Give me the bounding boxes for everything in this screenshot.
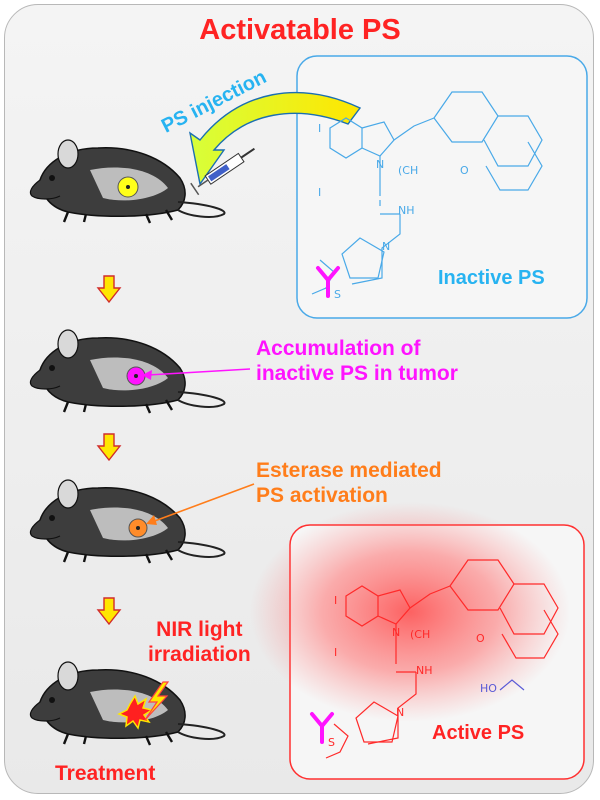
lightning-icon xyxy=(144,681,170,721)
nir-line-1: NIR light xyxy=(156,618,243,641)
esterase-line-1: Esterase mediated xyxy=(256,459,442,482)
step-arrow xyxy=(96,275,122,304)
inactive-atom-labels: I I N O NH N S (CH xyxy=(318,122,469,301)
inactive-ps-box xyxy=(296,55,588,319)
active-molecule xyxy=(325,559,559,759)
svg-text:N: N xyxy=(396,706,404,719)
step-arrow xyxy=(96,597,122,626)
accumulation-label: Accumulation of inactive PS in tumor xyxy=(256,336,458,386)
svg-text:NH: NH xyxy=(416,664,433,677)
svg-text:(CH: (CH xyxy=(398,164,418,177)
svg-text:N: N xyxy=(382,240,390,253)
svg-text:I: I xyxy=(318,186,321,199)
activation-glow xyxy=(250,502,570,722)
mouse-icon xyxy=(29,478,226,565)
inactive-molecule xyxy=(311,91,543,295)
acid-fragment xyxy=(499,679,525,691)
nir-line-2: irradiation xyxy=(148,643,251,666)
inactive-ps-label: Inactive PS xyxy=(438,267,545,289)
svg-text:NH: NH xyxy=(398,204,415,217)
accumulation-line-1: Accumulation of xyxy=(256,337,421,360)
curved-arrow-icon xyxy=(188,91,362,186)
accumulation-pointer xyxy=(142,368,251,380)
active-ps-label: Active PS xyxy=(432,722,525,744)
syringe-icon xyxy=(190,147,255,196)
esterase-line-2: PS activation xyxy=(256,484,388,507)
svg-text:O: O xyxy=(460,164,469,177)
svg-text:I: I xyxy=(334,646,337,659)
svg-text:(CH: (CH xyxy=(410,628,430,641)
mouse-icon xyxy=(29,660,226,747)
acid-label: HO xyxy=(480,682,497,695)
svg-text:N: N xyxy=(376,158,384,171)
figure-title: Activatable PS xyxy=(199,14,401,46)
accumulation-line-2: inactive PS in tumor xyxy=(256,362,458,385)
active-atom-labels: I I N O NH N S (CH xyxy=(328,594,485,749)
svg-text:O: O xyxy=(476,632,485,645)
antibody-icon xyxy=(310,712,334,744)
esterase-label: Esterase mediated PS activation xyxy=(256,458,442,508)
svg-text:I: I xyxy=(318,122,321,135)
svg-text:N: N xyxy=(392,626,400,639)
mouse-icon xyxy=(29,138,226,225)
svg-text:S: S xyxy=(328,736,335,749)
step-arrow xyxy=(96,433,122,462)
svg-text:I: I xyxy=(334,594,337,607)
svg-text:S: S xyxy=(334,288,341,301)
nir-label: NIR light irradiation xyxy=(148,617,251,667)
antibody-icon xyxy=(316,266,340,298)
esterase-pointer xyxy=(146,483,255,525)
treatment-label: Treatment xyxy=(55,762,156,785)
